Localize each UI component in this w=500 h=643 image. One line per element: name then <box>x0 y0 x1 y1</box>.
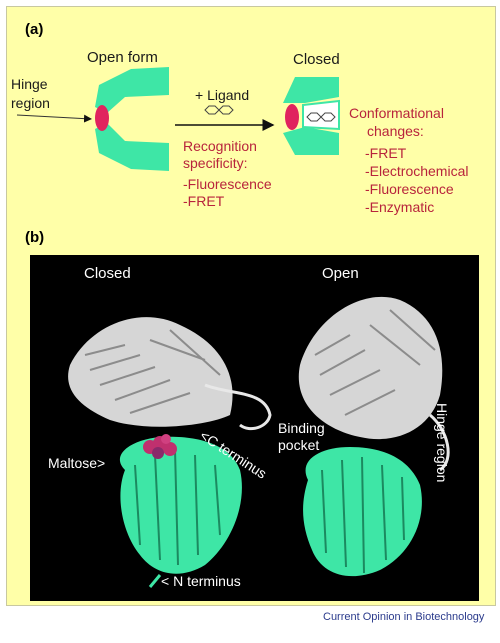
hinge-label-line-2: region <box>11 95 50 111</box>
protein-structures <box>68 296 450 588</box>
open-upper-domain <box>95 67 169 113</box>
recognition-line-4: -FRET <box>183 193 225 209</box>
panel-a-label: (a) <box>25 21 44 38</box>
journal-credit: Current Opinion in Biotechnology <box>323 611 485 623</box>
ligand-icon <box>204 105 234 115</box>
figure-panel: (a) Open form Closed Hinge region + Liga… <box>6 6 496 623</box>
binding-pocket-line-2: pocket <box>278 437 320 453</box>
ligand-label: + Ligand <box>195 87 250 103</box>
recognition-line-1: Recognition <box>183 138 257 154</box>
recognition-text: Recognition specificity: -Fluorescence -… <box>183 138 272 210</box>
conformational-line-1: Conformational <box>349 105 444 121</box>
recognition-line-2: specificity: <box>183 155 248 171</box>
closed-structure <box>68 317 272 588</box>
n-terminus-label: < N terminus <box>161 573 241 589</box>
conformational-line-5: -Fluorescence <box>365 181 454 197</box>
panel-b-label: (b) <box>25 229 45 246</box>
conformational-text: Conformational changes: -FRET -Electroch… <box>349 104 468 216</box>
hinge-label-line-1: Hinge <box>11 76 48 92</box>
maltose-label: Maltose> <box>48 455 106 471</box>
crystal-structures-panel: Closed Open Maltose> <C terminus < N ter… <box>30 255 479 601</box>
panel-a-diagram <box>16 67 340 171</box>
conformational-line-3: -FRET <box>365 145 407 161</box>
recognition-line-3: -Fluorescence <box>183 176 272 192</box>
binding-pocket-label: Binding pocket <box>278 420 325 454</box>
closed-upper-domain <box>283 77 339 103</box>
bound-ligand-icon <box>306 112 336 122</box>
conformational-line-6: -Enzymatic <box>365 199 435 215</box>
open-form-title: Open form <box>87 49 158 66</box>
binding-pocket-line-1: Binding <box>278 420 325 436</box>
closed-binding-cleft <box>302 99 340 131</box>
hinge-label: Hinge region <box>11 75 50 113</box>
open-lower-domain <box>95 123 169 171</box>
hinge-pointer-arrow <box>16 114 92 123</box>
closed-hinge-ellipse <box>285 104 299 130</box>
closed-title-a: Closed <box>293 51 340 68</box>
closed-title-b: Closed <box>84 265 131 282</box>
closed-lower-domain <box>283 127 339 155</box>
conformational-line-4: -Electrochemical <box>365 163 469 179</box>
conformational-line-2: changes: <box>367 123 424 139</box>
open-structure <box>298 296 450 577</box>
open-hinge-ellipse <box>95 105 109 131</box>
hinge-region-label-b: Hinge region <box>434 403 450 483</box>
open-title-b: Open <box>322 265 359 282</box>
